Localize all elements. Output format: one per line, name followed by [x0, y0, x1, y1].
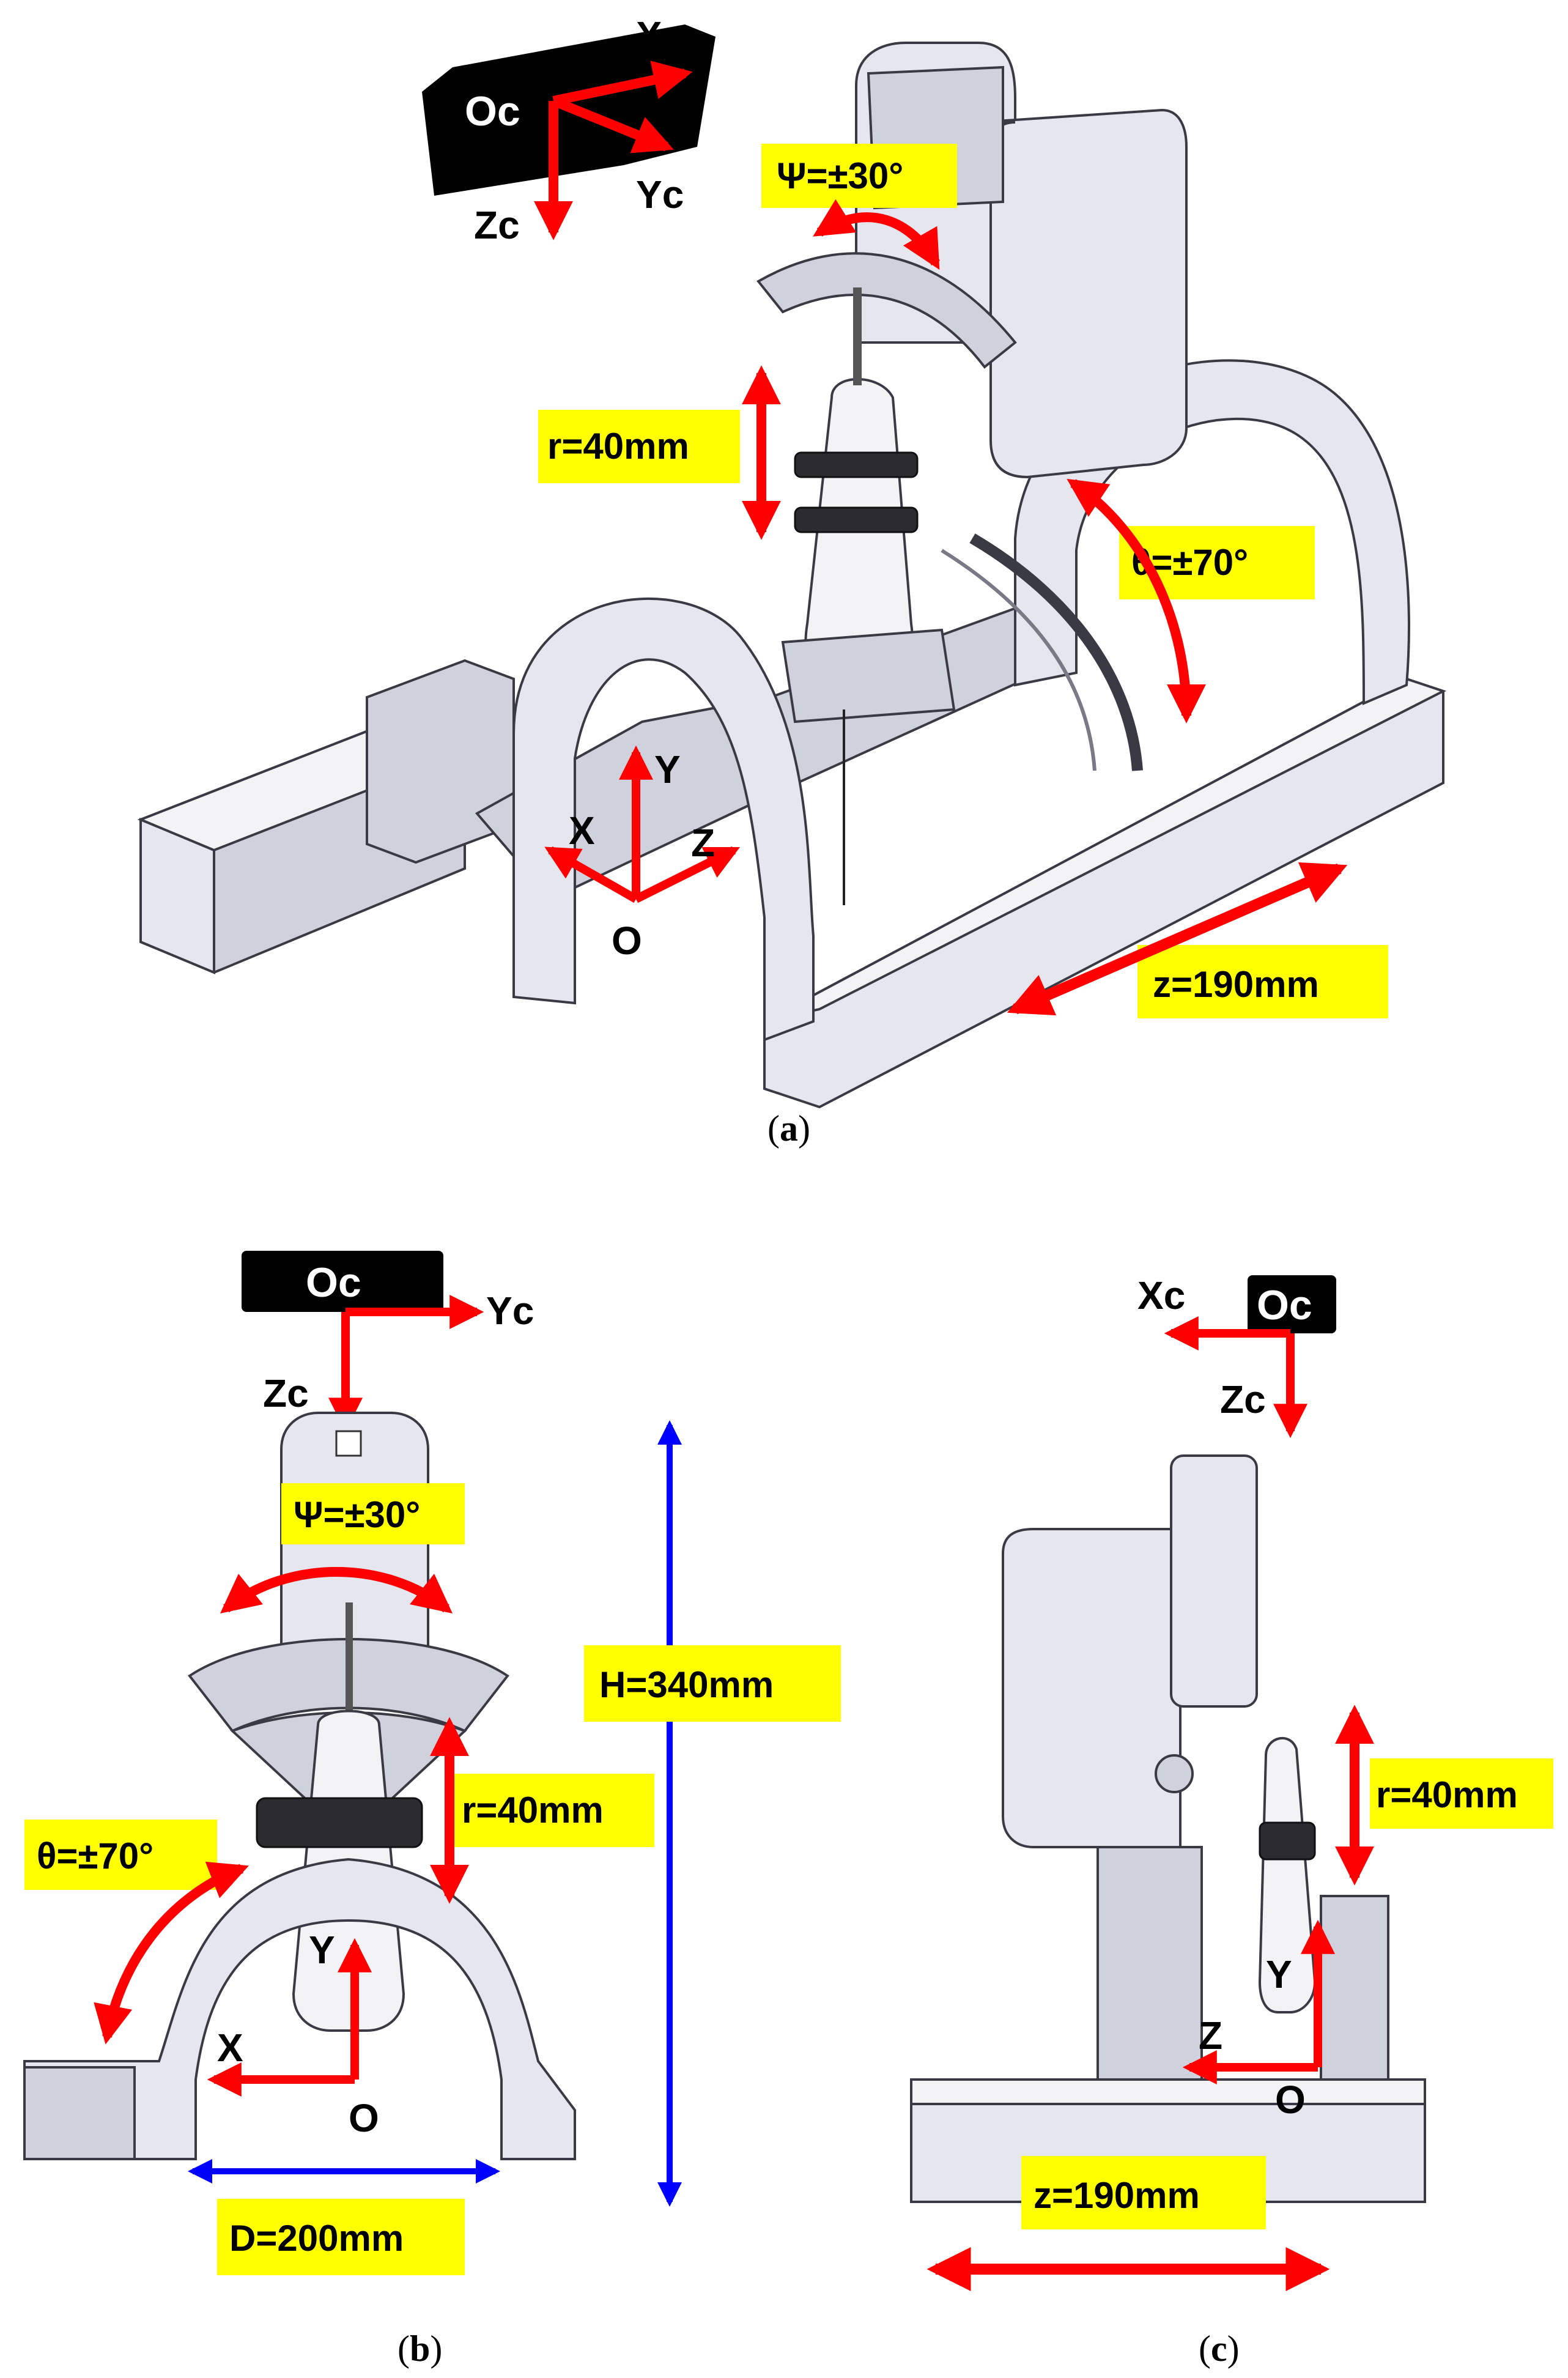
world-frame-b: Y X O — [207, 1928, 379, 2140]
cam-z-label: Zc — [474, 203, 520, 247]
svg-text:Oc: Oc — [1257, 1282, 1312, 1328]
svg-text:O: O — [349, 2096, 379, 2140]
svg-text:Ψ=±30°: Ψ=±30° — [294, 1494, 420, 1535]
world-frame-a: Y X Z O — [544, 745, 741, 963]
cam-y-label: Yc — [636, 172, 684, 217]
svg-text:z=190mm: z=190mm — [1034, 2175, 1200, 2216]
panel-a: Oc Xc Yc Zc Ψ=±30° r=40mm θ=±70° — [137, 13, 1447, 1149]
caption-c: (c) — [1199, 2328, 1240, 2369]
cam-origin-label: Oc — [465, 88, 520, 135]
diameter-label-b: D=200mm — [188, 2159, 500, 2275]
svg-text:Zc: Zc — [263, 1371, 309, 1415]
svg-text:Oc: Oc — [306, 1259, 361, 1306]
cam-x-label: Xc — [636, 13, 684, 57]
svg-text:O: O — [1275, 2078, 1306, 2122]
world-frame-c: Y Z O — [1182, 1919, 1335, 2122]
caption-b: (b) — [398, 2328, 442, 2369]
svg-text:Zc: Zc — [1220, 1377, 1266, 1421]
svg-text:Y: Y — [309, 1928, 335, 1972]
housing-c — [1002, 1528, 1182, 1848]
z-label-c: z=190mm — [926, 2156, 1330, 2291]
svg-text:Yc: Yc — [486, 1289, 534, 1333]
svg-text:X: X — [217, 2026, 243, 2070]
svg-text:X: X — [569, 809, 595, 853]
linear-actuator — [137, 659, 515, 974]
psi-label-a: Ψ=±30° — [761, 144, 957, 270]
svg-text:Y: Y — [1266, 1952, 1292, 1996]
svg-text:Ψ=±30°: Ψ=±30° — [777, 155, 903, 196]
svg-text:θ=±70°: θ=±70° — [37, 1835, 153, 1876]
psi-label-b: Ψ=±30° — [220, 1483, 465, 1613]
svg-text:Z: Z — [1199, 2013, 1222, 2058]
panel-c: Oc Xc Zc r=40mm z=190mm — [910, 1273, 1553, 2369]
svg-text:r=40mm: r=40mm — [1376, 1774, 1518, 1815]
svg-text:O: O — [612, 919, 642, 963]
svg-text:Z: Z — [691, 821, 715, 865]
height-label-b: H=340mm — [584, 1420, 841, 2207]
front-arch — [512, 597, 815, 1042]
r-label-a: r=40mm — [538, 365, 781, 540]
r-label-b: r=40mm — [430, 1717, 654, 1904]
svg-text:r=40mm: r=40mm — [462, 1790, 604, 1831]
camera-frame-b: Oc Yc Zc — [242, 1251, 534, 1432]
svg-text:H=340mm: H=340mm — [599, 1664, 774, 1705]
r-label-c: r=40mm — [1335, 1705, 1553, 1886]
theta-label-a: θ=±70° — [1067, 478, 1315, 724]
camera-frame-c: Oc Xc Zc — [1137, 1273, 1336, 1439]
camera-frame-a: Oc Xc Yc Zc — [422, 13, 716, 247]
probe — [794, 287, 919, 686]
svg-text:r=40mm: r=40mm — [547, 426, 689, 467]
housing-b — [280, 1412, 429, 1689]
svg-text:Y: Y — [654, 747, 681, 791]
base-rail — [475, 598, 1447, 1109]
svg-text:z=190mm: z=190mm — [1153, 964, 1319, 1005]
theta-label-b: θ=±70° — [24, 1820, 249, 2045]
panel-b: Oc Yc Zc Ψ=±30° r=40mm — [23, 1251, 841, 2369]
svg-text:Xc: Xc — [1137, 1273, 1185, 1317]
caption-a: (a) — [767, 1108, 810, 1149]
z-label-a: z=190mm — [1007, 862, 1388, 1018]
motor-housing — [855, 42, 1188, 479]
svg-text:D=200mm: D=200mm — [229, 2218, 404, 2259]
